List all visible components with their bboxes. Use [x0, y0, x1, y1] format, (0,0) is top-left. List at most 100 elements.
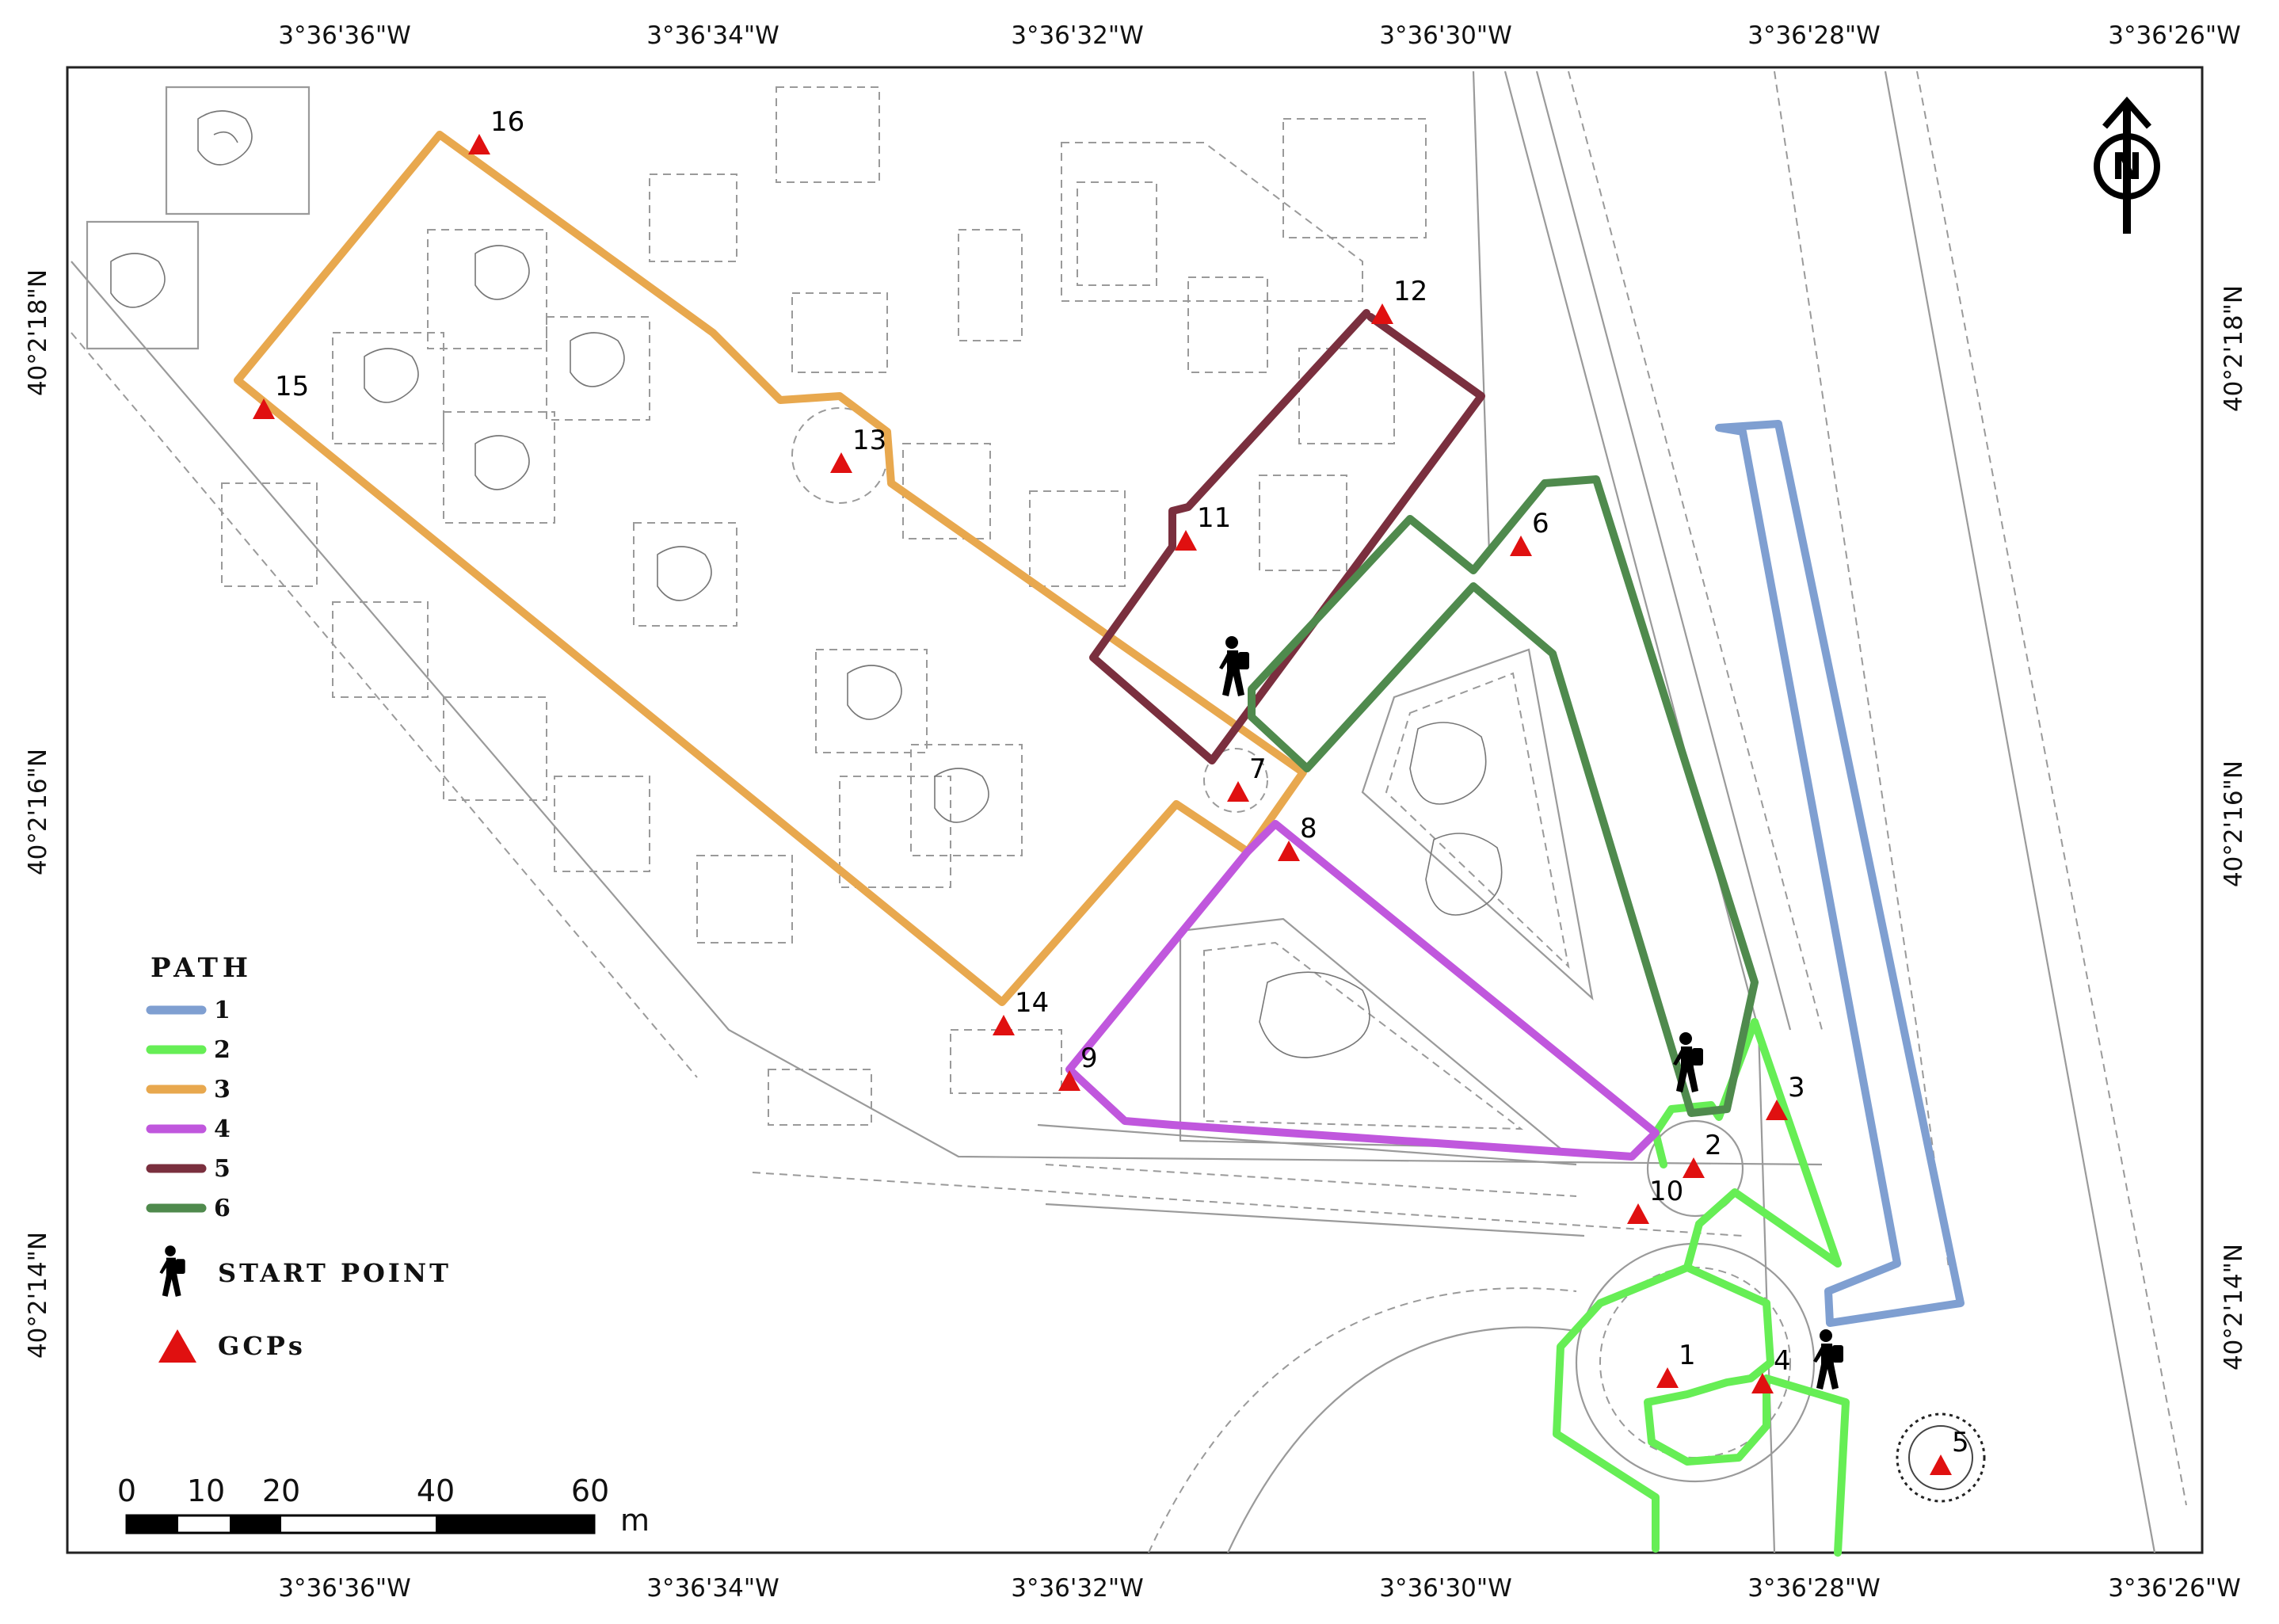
legend-path-label: 3	[214, 1076, 231, 1104]
path-2-line	[1553, 1018, 1850, 1557]
top-longitude-labels: 3°36'36"W 3°36'34"W 3°36'32"W 3°36'30"W …	[278, 21, 2241, 50]
gcp-label: 7	[1249, 753, 1267, 785]
survey-paths	[234, 131, 1965, 1557]
gcp-marker-16: 16	[468, 106, 524, 154]
legend-path-item: 1	[146, 997, 231, 1024]
scale-unit-label: m	[620, 1503, 650, 1538]
map-frame	[66, 66, 2204, 1554]
scale-tick-label: 40	[417, 1473, 455, 1508]
gcp-label: 15	[275, 371, 309, 402]
gcp-triangle-icon	[468, 134, 490, 154]
gcp-marker-8: 8	[1278, 813, 1317, 861]
bottom-longitude-labels: 3°36'36"W 3°36'34"W 3°36'32"W 3°36'30"W …	[278, 1574, 2241, 1603]
gcp-triangle-icon	[1227, 781, 1249, 802]
scale-tick-label: 20	[262, 1473, 300, 1508]
gcp-label: 5	[1952, 1427, 1969, 1458]
gcp-marker-15: 15	[253, 371, 309, 419]
gcp-marker-6: 6	[1510, 508, 1549, 556]
bottom-longitude-label: 3°36'28"W	[1747, 1574, 1881, 1603]
right-latitude-label: 40°2'16"N	[2220, 761, 2248, 887]
gcp-triangle-icon	[1751, 1373, 1774, 1393]
north-label: N	[2112, 145, 2143, 188]
gcp-triangle-icon	[1278, 841, 1300, 861]
gcp-marker-12: 12	[1371, 276, 1427, 324]
bottom-longitude-label: 3°36'32"W	[1011, 1574, 1144, 1603]
top-longitude-label: 3°36'30"W	[1379, 21, 1512, 50]
gcp-triangle-icon	[1175, 530, 1197, 551]
top-longitude-label: 3°36'26"W	[2108, 21, 2241, 50]
gcp-label: 1	[1679, 1340, 1696, 1371]
scale-tick-label: 10	[187, 1473, 225, 1508]
legend-path-item: 2	[146, 1036, 231, 1064]
left-latitude-label: 40°2'16"N	[24, 749, 52, 875]
gcp-label: 3	[1788, 1072, 1805, 1104]
north-arrow: N	[2094, 96, 2160, 234]
gcp-label: 2	[1705, 1130, 1722, 1161]
legend-path-item: 6	[146, 1195, 231, 1222]
legend-start-point: START POINT	[159, 1245, 452, 1297]
gcp-marker-10: 10	[1627, 1176, 1683, 1224]
top-longitude-label: 3°36'36"W	[278, 21, 411, 50]
bottom-longitude-label: 3°36'36"W	[278, 1574, 411, 1603]
gcp-label: 4	[1774, 1345, 1791, 1377]
legend-title: PATH	[151, 952, 253, 984]
gcp-label: 8	[1300, 813, 1317, 844]
scale-bar: 0 10 20 40 60 m	[117, 1473, 650, 1538]
legend-path-label: 5	[214, 1155, 231, 1183]
legend-path-list: 1 2 3 4 5 6	[146, 997, 231, 1222]
gcp-marker-1: 1	[1656, 1340, 1696, 1388]
left-latitude-labels: 40°2'18"N 40°2'16"N 40°2'14"N	[24, 269, 52, 1359]
gcp-label: 13	[852, 425, 886, 456]
scale-tick-label: 0	[117, 1473, 136, 1508]
left-latitude-label: 40°2'14"N	[24, 1232, 52, 1359]
bottom-longitude-label: 3°36'34"W	[646, 1574, 779, 1603]
gcp-marker-14: 14	[993, 987, 1049, 1035]
right-latitude-label: 40°2'14"N	[2220, 1244, 2248, 1370]
path-6-line	[1248, 475, 1759, 1117]
gcp-triangle-icon	[1371, 303, 1393, 324]
gcp-triangle-icon	[830, 452, 852, 473]
gcp-label: 11	[1197, 502, 1231, 534]
gcp-label: 6	[1532, 508, 1549, 539]
scale-tick-label: 60	[571, 1473, 609, 1508]
path-3-line	[234, 131, 1307, 1006]
legend-start-point-label: START POINT	[218, 1258, 452, 1288]
gcp-label: 12	[1393, 276, 1427, 307]
legend-path-item: 3	[146, 1076, 231, 1104]
gcp-marker-7: 7	[1227, 753, 1267, 802]
left-latitude-label: 40°2'18"N	[24, 269, 52, 396]
gcp-triangle-icon	[1627, 1203, 1649, 1224]
gcp-label: 10	[1649, 1176, 1683, 1207]
legend-path-label: 1	[214, 997, 231, 1024]
top-longitude-label: 3°36'32"W	[1011, 21, 1144, 50]
basemap	[71, 71, 2187, 1553]
legend-path-label: 2	[214, 1036, 231, 1064]
path-5-line	[1089, 309, 1485, 764]
gcp-label: 16	[490, 106, 524, 138]
gcp-circle-outline	[1896, 1412, 1986, 1503]
gcp-triangle-icon	[1683, 1157, 1705, 1178]
gcp-marker-13: 13	[830, 425, 886, 473]
gcp-label: 14	[1015, 987, 1049, 1019]
gcp-triangle-icon	[1510, 536, 1532, 556]
legend-path-label: 6	[214, 1195, 231, 1222]
legend-gcps: GCPs	[158, 1329, 303, 1363]
gcp-circle-outline	[1908, 1425, 1973, 1490]
gcp-marker-11: 11	[1175, 502, 1231, 551]
gcp-triangle-icon	[1058, 1070, 1080, 1091]
gcp-label: 9	[1080, 1043, 1098, 1074]
gcp-triangle-icon	[993, 1015, 1015, 1035]
gcp-triangle-icon	[1766, 1100, 1788, 1120]
gcp-triangle-icon	[1656, 1367, 1679, 1388]
gcp-marker-4: 4	[1751, 1345, 1791, 1393]
gcp-marker-2: 2	[1683, 1130, 1722, 1178]
legend-path-label: 4	[214, 1115, 231, 1143]
gcp-marker-3: 3	[1766, 1072, 1805, 1120]
legend: PATH 1 2 3 4 5 6 START POINT GCPs	[146, 952, 452, 1363]
bottom-longitude-label: 3°36'26"W	[2108, 1574, 2241, 1603]
gcp-triangle-icon	[1930, 1454, 1952, 1475]
path-1-line	[1715, 420, 1965, 1327]
gcp-marker-5: 5	[1896, 1412, 1986, 1503]
